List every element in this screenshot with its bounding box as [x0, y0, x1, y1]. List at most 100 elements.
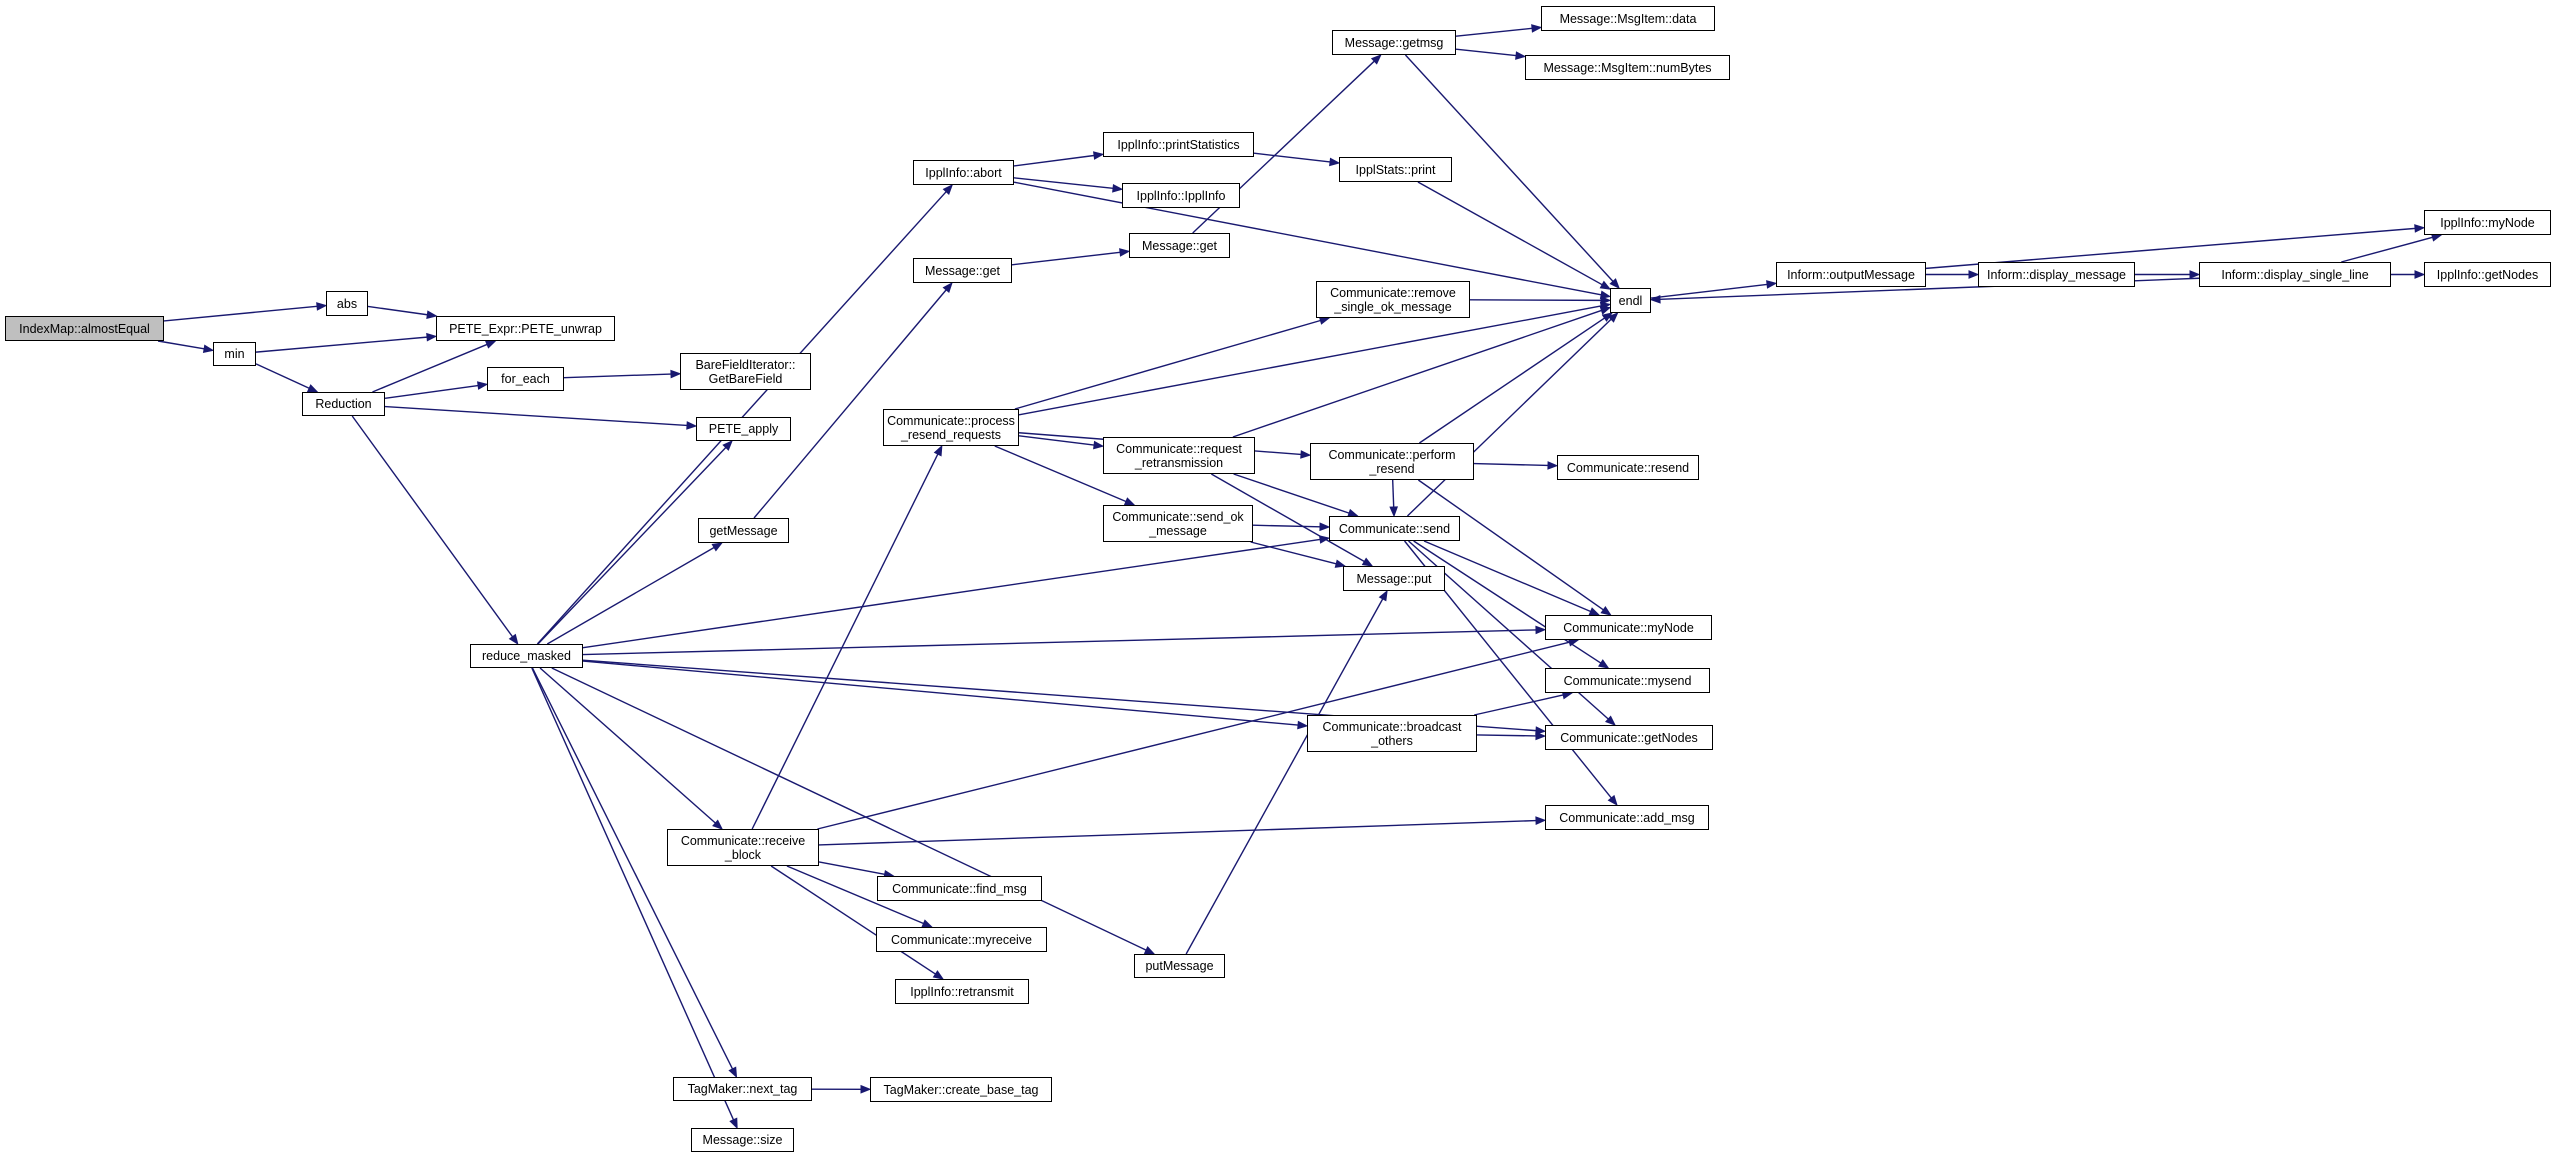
node-communicate-remove-single-ok-message[interactable]: Communicate::remove _single_ok_message: [1316, 281, 1470, 318]
node-message-msgitem-numbytes[interactable]: Message::MsgItem::numBytes: [1525, 55, 1730, 80]
arrowhead-tagmaker-create-base-tag: [860, 1084, 872, 1094]
node-barefielditerator-getbarefield[interactable]: BareFieldIterator:: GetBareField: [680, 353, 811, 390]
arrowhead-communicate-mynode: [1535, 625, 1547, 635]
arrowhead-for-each: [476, 381, 489, 390]
node-communicate-request-retransmission[interactable]: Communicate::request _retransmission: [1103, 437, 1255, 474]
node-putmessage[interactable]: putMessage: [1134, 954, 1225, 978]
node-communicate-perform-resend[interactable]: Communicate::perform _resend: [1310, 443, 1474, 480]
node-message-get[interactable]: Message::get: [1129, 233, 1230, 258]
arrowhead-ipplinfo-ipplinfo: [1112, 183, 1124, 193]
edge-communicate-receive-block-to-communicate-mynode: [817, 641, 1570, 830]
node-ipplinfo-mynode[interactable]: IpplInfo::myNode: [2424, 210, 2551, 235]
node-communicate-find-msg[interactable]: Communicate::find_msg: [877, 876, 1042, 901]
edge-communicate-perform-resend-to-endl: [1419, 317, 1605, 444]
node-pete-expr-pete-unwrap[interactable]: PETE_Expr::PETE_unwrap: [436, 316, 615, 341]
arrowhead-tagmaker-next-tag: [728, 1066, 738, 1079]
node-communicate-mynode[interactable]: Communicate::myNode: [1545, 615, 1712, 640]
edge-communicate-send-to-communicate-mynode: [1423, 540, 1591, 613]
node-message-msgitem-data[interactable]: Message::MsgItem::data: [1541, 6, 1715, 31]
node-communicate-broadcast-others[interactable]: Communicate::broadcast _others: [1307, 715, 1477, 752]
edge-ipplinfo-abort-to-endl: [1013, 181, 1602, 296]
node-communicate-send-ok-message[interactable]: Communicate::send_ok _message: [1103, 505, 1253, 542]
arrowhead-communicate-getnodes: [1535, 726, 1547, 735]
arrowhead-message-size: [729, 1117, 738, 1130]
arrowhead-endl: [1599, 290, 1612, 300]
node-ipplstats-print[interactable]: IpplStats::print: [1339, 157, 1452, 182]
node-communicate-getnodes[interactable]: Communicate::getNodes: [1545, 725, 1713, 750]
edge-ipplstats-print-to-endl: [1417, 181, 1603, 286]
edge-communicate-receive-block-to-ipplinfo-retransmit: [770, 865, 936, 975]
arrowhead-message-msgitem-numbytes: [1515, 51, 1527, 60]
arrowhead-endl: [1609, 278, 1620, 289]
edge-inform-display-single-line-to-ipplinfo-mynode: [2341, 236, 2433, 263]
node-inform-display-single-line[interactable]: Inform::display_single_line: [2199, 262, 2391, 287]
arrowhead-barefielditerator-getbarefield: [670, 369, 682, 379]
node-endl[interactable]: endl: [1610, 288, 1651, 313]
node-communicate-mysend[interactable]: Communicate::mysend: [1545, 668, 1710, 693]
arrowhead-communicate-getnodes: [1604, 715, 1616, 726]
edge-getmessage-to-message-get: [753, 289, 947, 519]
arrowhead-message-get: [1119, 248, 1131, 257]
node-tagmaker-next-tag[interactable]: TagMaker::next_tag: [673, 1077, 812, 1101]
edge-min-to-reduction: [255, 363, 310, 389]
arrowhead-communicate-perform-resend: [1300, 450, 1312, 459]
edge-reduce-masked-to-tagmaker-next-tag: [531, 667, 734, 1070]
arrowhead-pete-apply: [722, 440, 733, 451]
node-ipplinfo-getnodes[interactable]: IpplInfo::getNodes: [2424, 262, 2551, 287]
arrowhead-abs: [316, 302, 328, 311]
arrowhead-inform-outputmessage: [1766, 280, 1778, 289]
edge-communicate-process-resend-requests-to-endl: [1018, 305, 1602, 416]
edge-reduction-to-for-each: [384, 384, 479, 399]
node-communicate-send[interactable]: Communicate::send: [1329, 516, 1460, 541]
arrowhead-min: [202, 344, 215, 354]
node-pete-apply[interactable]: PETE_apply: [696, 417, 791, 441]
arrowhead-message-put: [1334, 559, 1347, 568]
node-message-put[interactable]: Message::put: [1343, 566, 1445, 591]
node-min[interactable]: min: [213, 342, 256, 366]
node-message-getmsg[interactable]: Message::getmsg: [1332, 30, 1456, 55]
node-abs[interactable]: abs: [326, 291, 368, 316]
node-ipplinfo-printstatistics[interactable]: IpplInfo::printStatistics: [1103, 132, 1254, 157]
edge-reduce-masked-to-message-size: [531, 667, 735, 1121]
arrowhead-communicate-receive-block: [712, 819, 724, 830]
edge-reduce-masked-to-communicate-send: [582, 538, 1321, 649]
node-communicate-myreceive[interactable]: Communicate::myreceive: [876, 927, 1047, 952]
arrowhead-communicate-process-resend-requests: [933, 444, 943, 457]
arrowhead-ipplinfo-retransmit: [932, 970, 945, 980]
node-communicate-resend[interactable]: Communicate::resend: [1557, 455, 1699, 480]
edge-communicate-perform-resend-to-communicate-mynode: [1417, 479, 1604, 611]
node-message-get[interactable]: Message::get: [913, 258, 1012, 283]
edge-for-each-to-barefielditerator-getbarefield: [563, 373, 672, 379]
edge-communicate-process-resend-requests-to-communicate-remove-single-ok-message: [1014, 319, 1321, 410]
edge-communicate-request-retransmission-to-endl: [1232, 309, 1602, 438]
node-tagmaker-create-base-tag[interactable]: TagMaker::create_base_tag: [870, 1077, 1052, 1102]
arrowhead-pete-apply: [686, 421, 698, 430]
edge-ipplinfo-abort-to-ipplinfo-ipplinfo: [1013, 177, 1114, 190]
arrowhead-ipplinfo-getnodes: [2414, 270, 2426, 279]
node-communicate-add-msg[interactable]: Communicate::add_msg: [1545, 805, 1709, 830]
node-ipplinfo-ipplinfo[interactable]: IpplInfo::IpplInfo: [1122, 183, 1240, 208]
edge-reduce-masked-to-communicate-receive-block: [539, 667, 716, 824]
arrowhead-communicate-mynode: [1588, 607, 1601, 616]
node-getmessage[interactable]: getMessage: [698, 518, 789, 543]
node-ipplinfo-abort[interactable]: IpplInfo::abort: [913, 160, 1014, 185]
edge-reduction-to-reduce-masked: [351, 415, 514, 638]
node-indexmap-almostequal[interactable]: IndexMap::almostEqual: [5, 316, 164, 341]
node-communicate-process-resend-requests[interactable]: Communicate::process _resend_requests: [883, 409, 1019, 446]
arrowhead-communicate-mynode: [1600, 605, 1612, 616]
node-communicate-receive-block[interactable]: Communicate::receive _block: [667, 829, 819, 866]
edge-inform-outputmessage-to-ipplinfo-mynode: [1925, 227, 2416, 270]
arrowhead-pete-expr-pete-unwrap: [426, 332, 438, 342]
node-ipplinfo-retransmit[interactable]: IpplInfo::retransmit: [895, 979, 1029, 1004]
arrowhead-communicate-getnodes: [1535, 731, 1547, 741]
arrowhead-message-get: [942, 281, 953, 294]
node-for-each[interactable]: for_each: [487, 367, 564, 391]
node-reduce-masked[interactable]: reduce_masked: [470, 644, 583, 668]
arrowhead-communicate-add-msg: [1535, 816, 1547, 825]
node-message-size[interactable]: Message::size: [691, 1128, 794, 1152]
node-inform-outputmessage[interactable]: Inform::outputMessage: [1776, 262, 1926, 287]
edge-communicate-receive-block-to-communicate-myreceive: [786, 865, 924, 925]
edge-communicate-send-ok-message-to-message-put: [1250, 541, 1337, 565]
node-reduction[interactable]: Reduction: [302, 392, 385, 416]
node-inform-display-message[interactable]: Inform::display_message: [1978, 262, 2135, 287]
